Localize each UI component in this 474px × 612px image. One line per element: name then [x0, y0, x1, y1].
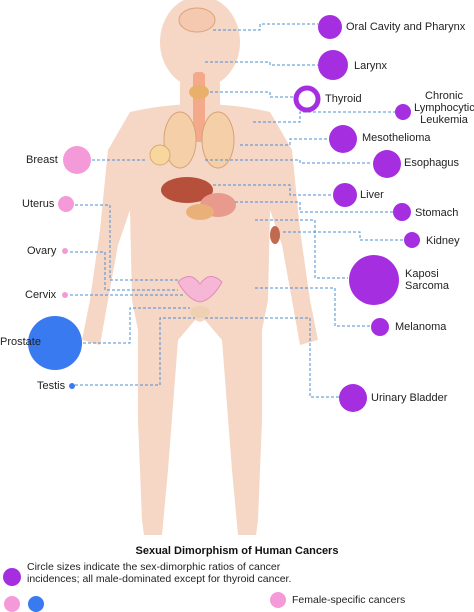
connector-lines [65, 23, 404, 398]
label-oral-cavity: Oral Cavity and Pharynx [346, 21, 466, 33]
connector-bladder [205, 317, 340, 398]
uterus-circle [58, 196, 74, 212]
label-kaposi: Kaposi Sarcoma [405, 268, 449, 292]
connector-liver [213, 184, 332, 196]
label-prostate: Prostate [0, 336, 41, 348]
legend-female-specific-text: Female-specific cancers [292, 594, 406, 606]
melanoma-circle [371, 318, 389, 336]
organs [149, 7, 280, 318]
label-melanoma: Melanoma [395, 321, 447, 333]
connector-stomach [235, 201, 393, 213]
label-larynx: Larynx [354, 60, 388, 72]
esophagus-circle [373, 150, 401, 178]
ovary-circle [62, 248, 68, 254]
label-cll-line2: Lymphocytic [414, 102, 474, 115]
prostate-circle [28, 316, 82, 370]
right-lung-icon [201, 111, 235, 169]
connector-cll [253, 111, 395, 123]
legend-female-specific-dot [270, 592, 286, 608]
label-kaposi-line2: Sarcoma [405, 280, 450, 293]
bladder-circle [339, 384, 367, 412]
label-ovary: Ovary [27, 245, 57, 257]
breast-icon [149, 144, 171, 166]
thyroid-circle [293, 85, 321, 113]
label-thyroid: Thyroid [325, 93, 362, 105]
brain-icon [178, 7, 216, 33]
oral-circle [318, 15, 342, 39]
ratio-circles [28, 15, 420, 412]
cll-circle [395, 104, 411, 120]
connector-kaposi [255, 219, 348, 279]
connector-testis [75, 317, 195, 386]
connector-larynx [205, 61, 318, 66]
label-kidney: Kidney [426, 235, 460, 247]
intestine-icon [186, 204, 214, 220]
legend-male-dot [3, 568, 21, 586]
label-esophagus: Esophagus [404, 157, 460, 169]
connector-kidney [283, 231, 404, 241]
liver-icon [161, 177, 213, 203]
legend-male-specific-dot [28, 596, 44, 612]
label-liver: Liver [360, 189, 384, 201]
label-mesothelioma: Mesothelioma [362, 132, 431, 144]
legend-male-text: Circle sizes indicate the sex-dimorphic … [27, 561, 292, 586]
label-cll: Chronic Lymphocytic Leukemia [414, 90, 474, 126]
label-breast: Breast [26, 154, 58, 166]
left-lung-icon [163, 111, 197, 169]
kidney-circle [404, 232, 420, 248]
larynx-circle [318, 50, 348, 80]
connector-melanoma [255, 287, 370, 327]
mesothelioma-circle [329, 125, 357, 153]
label-uterus: Uterus [22, 198, 55, 210]
testis-circle [69, 383, 75, 389]
connector-esophagus [205, 159, 372, 164]
kaposi-circle [349, 255, 399, 305]
legend-female-dot [4, 596, 20, 612]
connector-mesothelioma [240, 138, 328, 146]
stomach-circle [393, 203, 411, 221]
connector-thyroid [210, 91, 295, 98]
connector-prostate [83, 307, 190, 344]
diagram-title: Sexual Dimorphism of Human Cancers [135, 545, 339, 557]
uterus-icon [177, 276, 223, 303]
breast-circle [63, 146, 91, 174]
liver-circle [333, 183, 357, 207]
thyroid-icon [189, 85, 209, 99]
kidney-icon [270, 226, 280, 244]
label-testis: Testis [37, 380, 66, 392]
cervix-circle [62, 292, 68, 298]
label-cll-line3: Leukemia [420, 114, 468, 127]
label-cervix: Cervix [25, 289, 57, 301]
connector-uterus [75, 204, 180, 281]
connector-oral [213, 23, 318, 31]
label-cll-line1: Chronic [425, 90, 463, 102]
label-urinary-bladder: Urinary Bladder [371, 392, 448, 404]
label-stomach: Stomach [415, 207, 459, 219]
connector-ovary [70, 251, 178, 291]
bladder-icon [190, 306, 210, 318]
label-kaposi-line1: Kaposi [405, 268, 439, 280]
